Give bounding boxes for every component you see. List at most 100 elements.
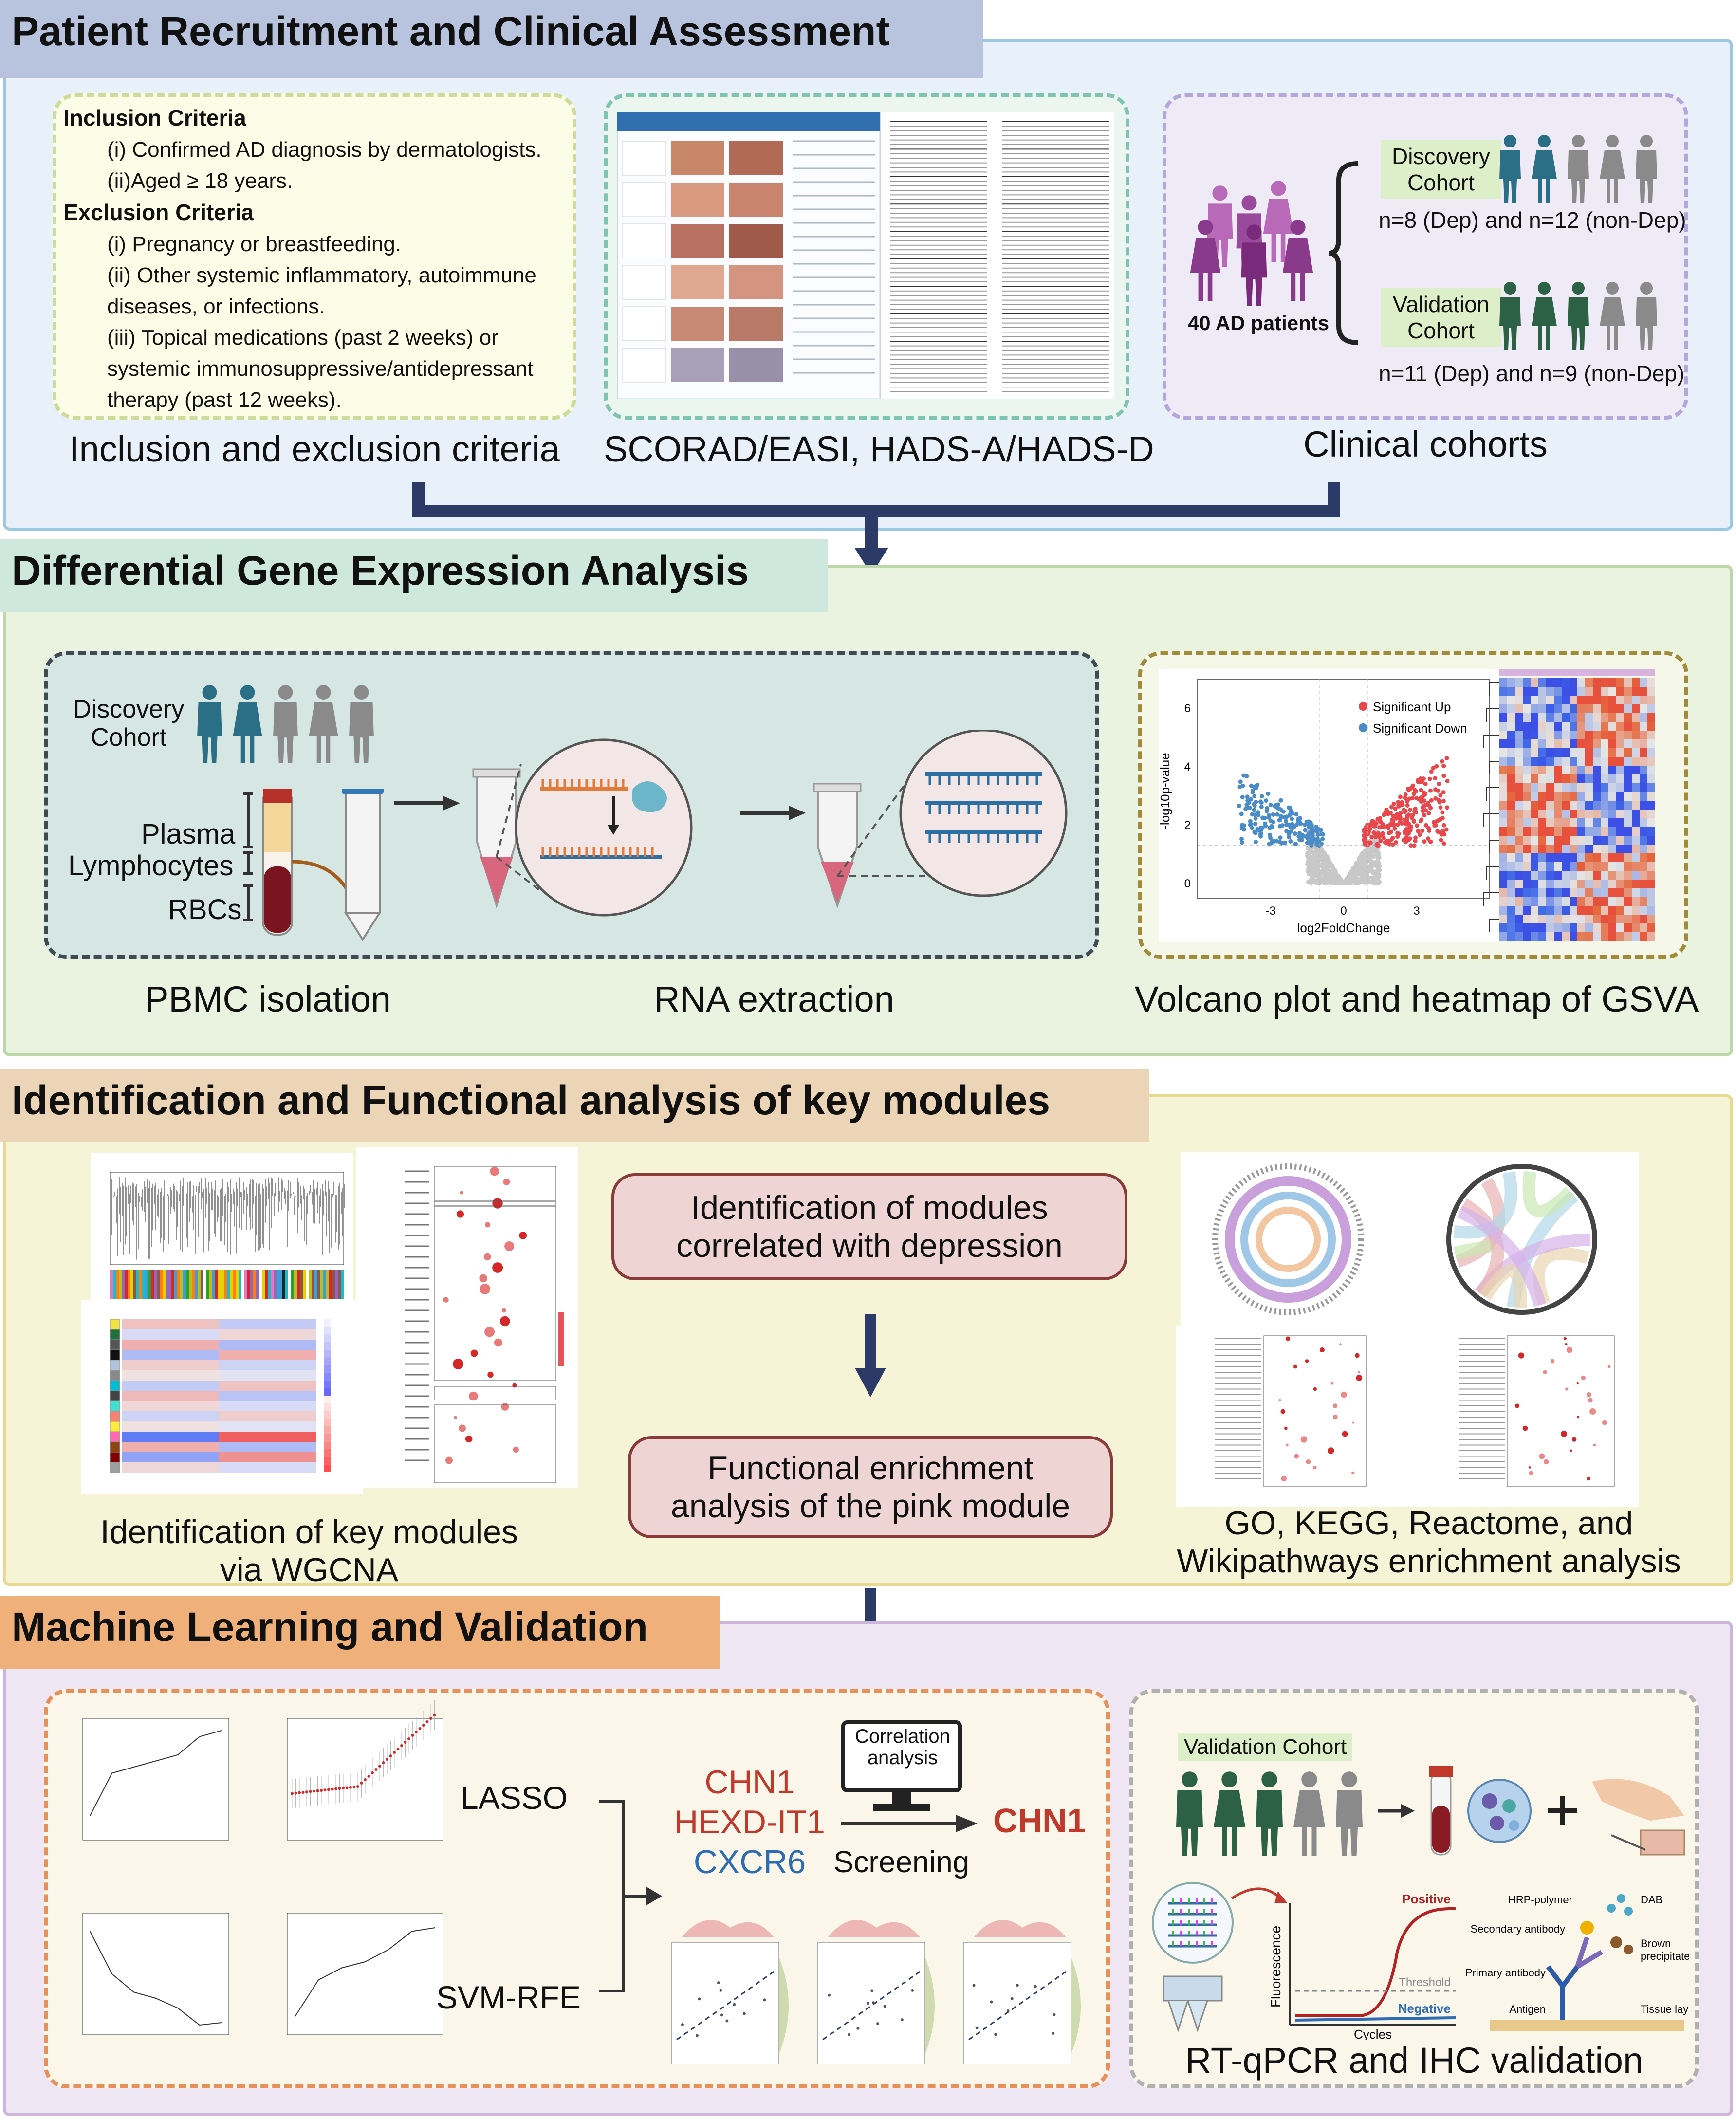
hrp-label: HRP-polymer	[1508, 1894, 1572, 1906]
person-male-icon	[1636, 135, 1657, 203]
tissue-label: Tissue layer	[1641, 2003, 1689, 2015]
pbmc-people-icons	[197, 685, 374, 763]
section-title: Differential Gene Expression Analysis	[0, 539, 828, 612]
validation-cohort-label: Validation Cohort	[1178, 1733, 1353, 1761]
box1-line1: Identification of modules	[691, 1189, 1048, 1226]
exclusion-item: systemic immunosuppressive/antidepressan…	[107, 357, 534, 381]
person-female-icon	[1282, 220, 1313, 301]
cohort-bracket	[1329, 161, 1359, 345]
ml-merge-bracket	[599, 1800, 662, 1992]
caption-cohorts: Clinical cohorts	[1303, 424, 1548, 464]
x-tick-label: 0	[1340, 904, 1347, 918]
caption-enrich-1: GO, KEGG, Reactome, and	[1224, 1505, 1633, 1542]
person-male-icon	[197, 685, 222, 763]
lymphocytes-label: Lymphocytes	[68, 850, 234, 882]
score-forms-image	[617, 112, 1114, 399]
person-female-icon	[1600, 282, 1625, 350]
primary-label: Primary antibody	[1465, 1967, 1546, 1979]
exclusion-title: Exclusion Criteria	[63, 200, 254, 225]
cycles-label: Cycles	[1354, 2027, 1392, 2040]
person-female-icon	[1600, 135, 1625, 203]
caption-wgcna-2: via WGCNA	[220, 1551, 399, 1589]
box2-line2: analysis of the pink module	[670, 1488, 1071, 1525]
sample-collection-icons	[1378, 1766, 1685, 1856]
section-title: Patient Recruitment and Clinical Assessm…	[0, 0, 983, 78]
screening-label: Screening	[833, 1845, 970, 1879]
caption-scores: SCORAD/EASI, HADS-A/HADS-D	[604, 429, 1154, 469]
person-female-icon	[1263, 181, 1294, 262]
blood-tube-icon	[243, 789, 384, 941]
svmrfe-label: SVM-RFE	[436, 1979, 581, 2015]
y-tick-label: 6	[1184, 702, 1191, 715]
person-female-icon	[1532, 135, 1557, 203]
discovery-n: n=8 (Dep) and n=12 (non-Dep)	[1379, 207, 1686, 233]
skin-photo	[671, 224, 724, 258]
x-tick-label: -3	[1265, 904, 1275, 918]
correlation-2: analysis	[867, 1747, 938, 1769]
inclusion-title: Inclusion Criteria	[63, 105, 246, 130]
caption-rna: RNA extraction	[654, 979, 894, 1019]
skin-photo	[671, 141, 724, 175]
caption-pbmc: PBMC isolation	[145, 979, 391, 1019]
validation-n: n=11 (Dep) and n=9 (non-Dep)	[1379, 361, 1685, 386]
flow-connector-1	[412, 482, 1340, 574]
person-female-icon	[233, 685, 262, 763]
person-male-icon	[1256, 1771, 1283, 1856]
discovery-people-icons	[1499, 135, 1657, 203]
y-tick-label: 2	[1184, 819, 1191, 832]
caption-wgcna: Identification of key modules via WGCNA	[29, 1513, 589, 1589]
correlation-scatter-plots	[671, 1920, 1081, 2064]
caption-criteria: Inclusion and exclusion criteria	[69, 429, 560, 469]
enrichment-dotplots	[1176, 1326, 1639, 1507]
discovery-label-1: Discovery	[1392, 144, 1490, 169]
correlation-label: Correlation analysis	[839, 1726, 966, 1769]
wgcna-module-trait-heatmap	[81, 1300, 363, 1494]
exclusion-item: diseases, or infections.	[107, 295, 325, 318]
criteria-box	[53, 93, 576, 420]
person-male-icon	[1241, 224, 1267, 306]
exclusion-item: (ii) Other systemic inflammatory, autoim…	[107, 263, 536, 287]
skin-photo	[729, 141, 783, 175]
person-male-icon	[1336, 1771, 1363, 1856]
functional-enrichment-box: Functional enrichment analysis of the pi…	[628, 1436, 1113, 1538]
skin-photo	[671, 307, 724, 341]
skin-photo	[729, 183, 783, 217]
person-female-icon	[1293, 1771, 1325, 1856]
gene-chn1: CHN1	[704, 1764, 795, 1801]
brown-label-1: Brown	[1641, 1937, 1671, 1950]
threshold-label: Threshold	[1399, 1976, 1451, 1989]
legend-up-dot	[1359, 702, 1367, 711]
wgcna-dendrogram	[91, 1153, 353, 1313]
volcano-xlabel: log2FoldChange	[1297, 921, 1390, 935]
kegg-dotplot	[356, 1147, 578, 1488]
antigen-label: Antigen	[1509, 2003, 1546, 2015]
person-male-icon	[1176, 1771, 1203, 1856]
plasma-label: Plasma	[141, 818, 236, 850]
fluorescence-label: Fluorescence	[1268, 1926, 1283, 2008]
modules-identification-box: Identification of modules correlated wit…	[611, 1173, 1127, 1280]
caption-enrich-2: Wikipathways enrichment analysis	[1177, 1543, 1681, 1580]
caption-wgcna-1: Identification of key modules	[100, 1513, 518, 1550]
exclusion-item: (i) Pregnancy or breastfeeding.	[107, 232, 402, 256]
rna-extraction-illustration	[472, 730, 1068, 917]
x-tick-label: 3	[1413, 904, 1420, 918]
ml-plots	[82, 1700, 443, 2035]
person-female-icon	[1532, 282, 1557, 350]
discovery-cohort-label: Discovery Cohort	[1381, 140, 1501, 199]
validation-label-1: Validation	[1392, 292, 1490, 317]
validation-label-2: Cohort	[1407, 318, 1475, 343]
box2-line1: Functional enrichment	[707, 1450, 1034, 1487]
volcano-ylabel: -log10p-value	[1159, 753, 1172, 829]
person-male-icon	[1499, 282, 1521, 350]
negative-label: Negative	[1398, 2001, 1451, 2016]
brown-label-2: precipitate	[1641, 1950, 1689, 1962]
person-male-icon	[1568, 135, 1589, 203]
skin-photo	[671, 348, 724, 382]
inclusion-item: (ii)Aged ≥ 18 years.	[107, 169, 293, 193]
secondary-label: Secondary antibody	[1471, 1923, 1565, 1935]
caption-rtqpcr: RT-qPCR and IHC validation	[1185, 2040, 1644, 2081]
flow-arrow	[855, 1314, 886, 1397]
dab-label: DAB	[1641, 1894, 1662, 1906]
person-male-icon	[1499, 135, 1521, 203]
skin-photo	[729, 348, 783, 382]
